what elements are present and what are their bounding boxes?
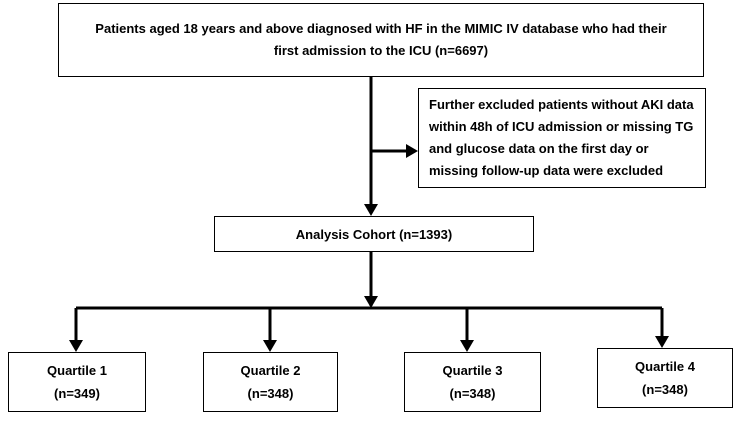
population-line-1: Patients aged 18 years and above diagnos… <box>95 21 667 36</box>
cohort-down-arrowhead <box>364 296 378 308</box>
quartile-1-label: Quartile 1 <box>47 363 107 378</box>
main-flow-arrowhead <box>364 204 378 216</box>
q2-drop-arrowhead <box>263 340 277 352</box>
quartile-4-label: Quartile 4 <box>635 359 695 374</box>
quartile-4-count: (n=348) <box>642 382 688 397</box>
analysis-cohort-box: Analysis Cohort (n=1393) <box>214 216 534 252</box>
population-line-2: first admission to the ICU (n=6697) <box>273 43 489 58</box>
population-box: Patients aged 18 years and above diagnos… <box>58 3 704 77</box>
quartile-3-label: Quartile 3 <box>442 363 503 378</box>
quartile-4-box: Quartile 4 (n=348) <box>597 348 733 408</box>
quartile-2-box: Quartile 2 (n=348) <box>203 352 338 412</box>
exclusion-box: Further excluded patients without AKI da… <box>418 88 706 188</box>
exclusion-line-3: and glucose data on the first day or <box>429 141 649 156</box>
q1-drop-arrowhead <box>69 340 83 352</box>
exclusion-line-2: within 48h of ICU admission or missing T… <box>429 119 694 134</box>
q4-drop-arrowhead <box>655 336 669 348</box>
exclusion-line-1: Further excluded patients without AKI da… <box>429 97 694 112</box>
analysis-cohort-label: Analysis Cohort (n=1393) <box>295 226 453 242</box>
exclusion-branch-arrowhead <box>406 144 418 158</box>
quartile-3-count: (n=348) <box>449 386 496 401</box>
quartile-1-count: (n=349) <box>54 386 100 401</box>
q3-drop-arrowhead <box>460 340 474 352</box>
quartile-2-label: Quartile 2 <box>240 363 301 378</box>
quartile-1-box: Quartile 1 (n=349) <box>8 352 146 412</box>
quartile-3-box: Quartile 3 (n=348) <box>404 352 541 412</box>
exclusion-line-4: missing follow-up data were excluded <box>429 163 664 178</box>
quartile-2-count: (n=348) <box>247 386 294 401</box>
